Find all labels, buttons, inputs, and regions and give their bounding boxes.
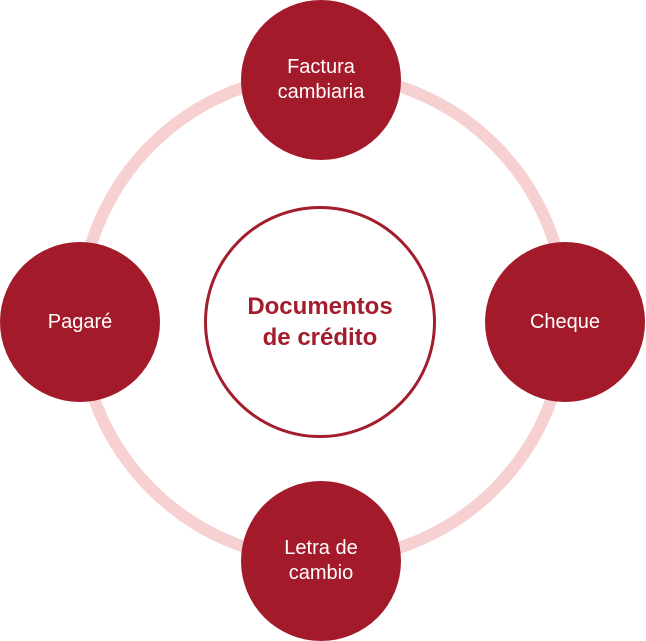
node-label-factura-cambiaria: Factura cambiaria xyxy=(277,56,365,103)
node-letra-de-cambio[interactable]: Letra de cambio xyxy=(241,481,401,641)
node-label-letra-de-cambio: Letra de cambio xyxy=(284,537,358,584)
center-circle: Documentos de crédito xyxy=(204,206,436,438)
node-cheque[interactable]: Cheque xyxy=(485,242,645,402)
node-factura-cambiaria[interactable]: Factura cambiaria xyxy=(241,0,401,160)
center-label: Documentos de crédito xyxy=(247,293,393,351)
node-label-cheque: Cheque xyxy=(529,310,601,333)
node-pagare[interactable]: Pagaré xyxy=(0,242,160,402)
node-label-pagare: Pagaré xyxy=(47,310,113,333)
